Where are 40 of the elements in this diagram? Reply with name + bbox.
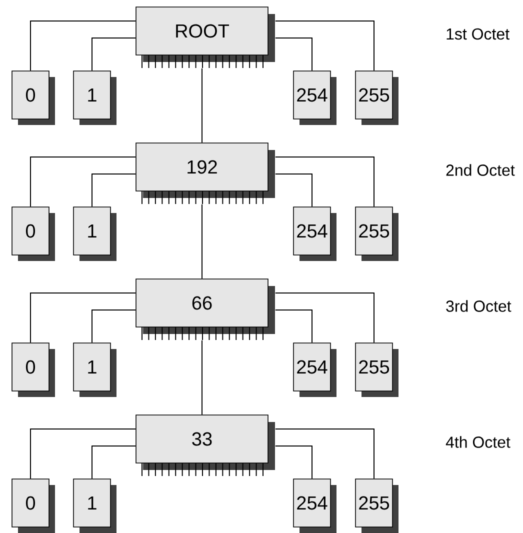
address-box: 0 — [12, 478, 55, 533]
connector-line — [274, 156, 374, 208]
connector-line — [92, 446, 136, 480]
connector-line — [274, 174, 312, 208]
connector-line — [92, 310, 136, 344]
connector-line — [30, 428, 136, 480]
address-box: 0 — [12, 206, 55, 261]
connector-line — [92, 38, 136, 72]
address-box: 254 — [293, 70, 336, 125]
connector-line — [274, 310, 312, 344]
address-box: 254 — [293, 478, 336, 533]
chip-box: 33 — [136, 414, 275, 476]
address-box: 0 — [12, 70, 55, 125]
address-box: 0 — [12, 342, 55, 397]
connector-line — [274, 38, 312, 72]
connector-line — [92, 174, 136, 208]
octet-label: 2nd Octet — [446, 164, 515, 176]
octet-label: 3rd Octet — [446, 300, 512, 312]
chip-box: 192 — [136, 142, 275, 204]
address-box: 255 — [355, 70, 398, 125]
address-box: 1 — [73, 342, 116, 397]
connector-line — [30, 156, 136, 208]
address-box: 255 — [355, 478, 398, 533]
connector-line — [274, 292, 374, 344]
chip-box: 66 — [136, 278, 275, 340]
connector-line — [274, 428, 374, 480]
address-box: 1 — [73, 206, 116, 261]
address-box: 1 — [73, 478, 116, 533]
chip-box: ROOT — [136, 6, 275, 68]
address-box: 254 — [293, 206, 336, 261]
connector-line — [274, 20, 374, 72]
address-box: 255 — [355, 342, 398, 397]
octet-label: 4th Octet — [446, 436, 510, 448]
octet-label: 1st Octet — [446, 28, 510, 40]
address-box: 255 — [355, 206, 398, 261]
connector-line — [274, 446, 312, 480]
connector-line — [30, 20, 136, 72]
address-box: 1 — [73, 70, 116, 125]
address-box: 254 — [293, 342, 336, 397]
connector-line — [30, 292, 136, 344]
